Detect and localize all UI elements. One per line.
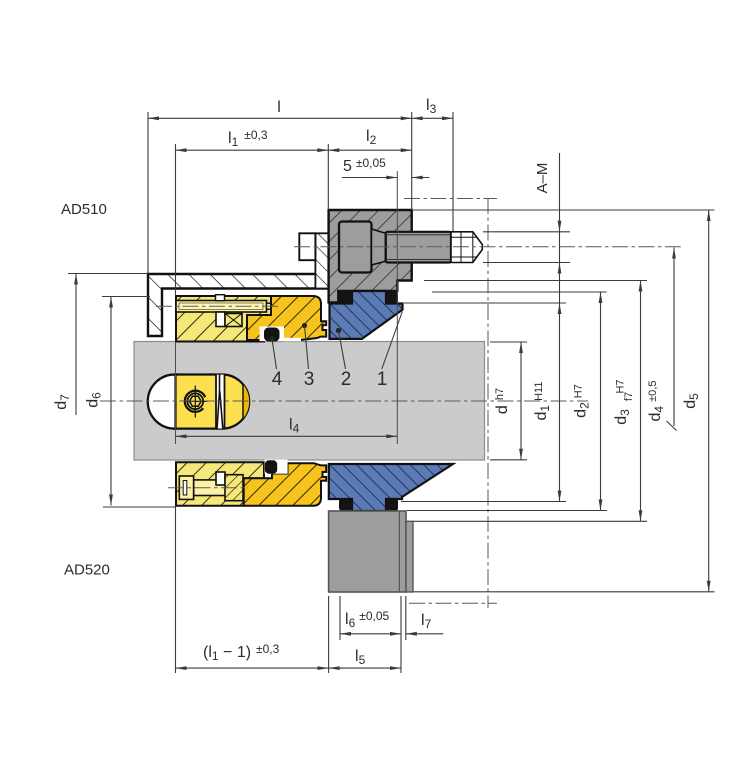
- svg-text:d6: d6: [85, 392, 104, 408]
- svg-text:l3: l3: [426, 97, 437, 116]
- svg-text:l2: l2: [366, 128, 377, 147]
- svg-text:l5: l5: [355, 648, 366, 667]
- svg-text:l4: l4: [289, 417, 300, 436]
- svg-text:l7: l7: [421, 612, 432, 631]
- svg-text:A–M: A–M: [534, 163, 551, 194]
- svg-text:1: 1: [377, 369, 388, 390]
- svg-text:f7: f7: [623, 392, 635, 401]
- svg-text:d3: d3: [613, 409, 632, 425]
- svg-text:3: 3: [304, 369, 315, 390]
- svg-text:AD520: AD520: [64, 562, 110, 579]
- svg-text:AD510: AD510: [61, 201, 107, 218]
- svg-text:d7: d7: [53, 394, 72, 410]
- svg-text:H7: H7: [615, 379, 627, 393]
- svg-text:d5: d5: [682, 393, 701, 409]
- svg-text:l: l: [277, 99, 281, 116]
- svg-text:2: 2: [341, 369, 352, 390]
- svg-text:4: 4: [272, 369, 283, 390]
